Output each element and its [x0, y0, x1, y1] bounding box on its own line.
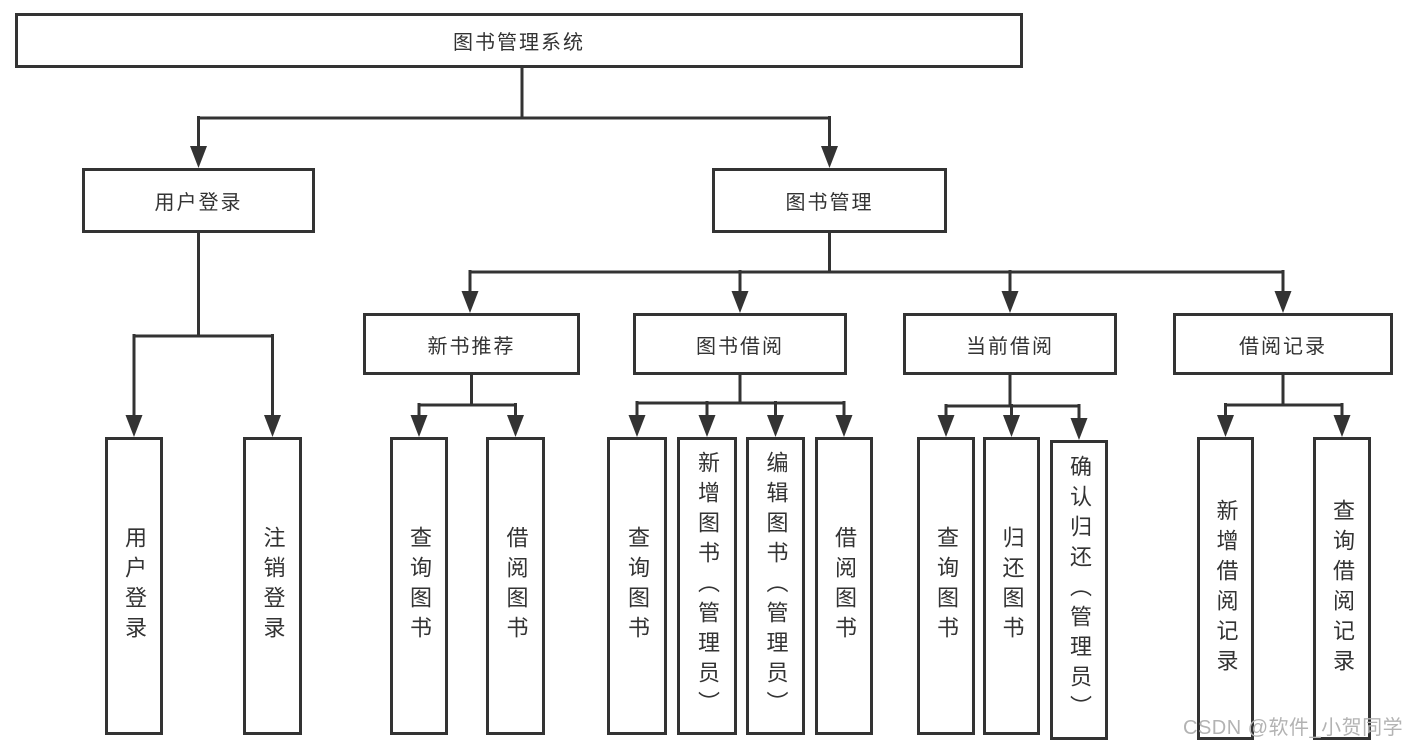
arrow-icon — [507, 415, 524, 437]
arrow-icon — [190, 146, 207, 168]
leaf-query-books-current: 查询图书 — [917, 437, 975, 735]
node-book-management-label: 图书管理 — [785, 192, 874, 214]
csdn-watermark: CSDN @软件_小贺同学 — [1183, 717, 1404, 739]
leaf-return-book: 归还图书 — [983, 437, 1040, 735]
leaf-query-borrow-record: 查询借阅记录 — [1313, 437, 1371, 740]
arrow-icon — [731, 291, 749, 313]
leaf-user-login-label: 用户登录 — [122, 526, 147, 646]
node-root: 图书管理系统 — [15, 13, 1023, 68]
arrow-icon — [1333, 415, 1351, 437]
arrow-icon — [1274, 291, 1292, 313]
leaf-query-books-recommend: 查询图书 — [390, 437, 448, 735]
node-current-borrowing: 当前借阅 — [903, 313, 1117, 375]
node-book-borrowing-label: 图书借阅 — [696, 335, 784, 358]
arrow-icon — [628, 415, 646, 437]
node-root-label: 图书管理系统 — [453, 32, 585, 54]
leaf-query-books-current-label: 查询图书 — [934, 526, 959, 646]
leaf-user-login: 用户登录 — [105, 437, 163, 735]
node-borrowing-records: 借阅记录 — [1173, 313, 1393, 375]
leaf-add-borrow-record-label: 新增借阅记录 — [1213, 498, 1239, 679]
leaf-confirm-return-admin-label: 确认归还（管理员） — [1067, 455, 1092, 725]
leaf-query-books-recommend-label: 查询图书 — [407, 526, 432, 646]
leaf-query-books-borrow: 查询图书 — [607, 437, 667, 735]
arrow-icon — [410, 415, 428, 437]
node-book-management: 图书管理 — [712, 168, 947, 233]
leaf-borrow-books-borrow-label: 借阅图书 — [832, 526, 857, 646]
arrow-icon — [698, 415, 716, 437]
arrow-icon — [461, 291, 479, 313]
leaf-logout: 注销登录 — [243, 437, 302, 735]
arrow-icon — [1001, 291, 1019, 313]
leaf-logout-label: 注销登录 — [260, 526, 286, 646]
node-book-borrowing: 图书借阅 — [633, 313, 847, 375]
leaf-borrow-books-recommend-label: 借阅图书 — [503, 526, 529, 646]
arrow-icon — [125, 415, 143, 437]
leaf-borrow-books-recommend: 借阅图书 — [486, 437, 545, 735]
node-new-book-recommend: 新书推荐 — [363, 313, 580, 375]
leaf-borrow-books-borrow: 借阅图书 — [815, 437, 873, 735]
leaf-return-book-label: 归还图书 — [999, 526, 1025, 646]
leaf-query-borrow-record-label: 查询借阅记录 — [1330, 498, 1355, 679]
leaf-edit-book-admin: 编辑图书（管理员） — [746, 437, 805, 735]
arrow-icon — [767, 415, 784, 437]
leaf-query-books-borrow-label: 查询图书 — [625, 526, 650, 646]
arrow-icon — [1217, 415, 1234, 437]
leaf-confirm-return-admin: 确认归还（管理员） — [1050, 440, 1108, 740]
leaf-add-book-admin: 新增图书（管理员） — [677, 437, 737, 735]
arrow-icon — [264, 415, 281, 437]
connector-path — [132, 68, 1344, 421]
arrow-icon — [1003, 415, 1020, 437]
node-borrowing-records-label: 借阅记录 — [1239, 335, 1327, 358]
leaf-add-borrow-record: 新增借阅记录 — [1197, 437, 1254, 740]
leaf-edit-book-admin-label: 编辑图书（管理员） — [763, 451, 789, 721]
arrow-icon — [835, 415, 853, 437]
node-user-login-label: 用户登录 — [154, 192, 243, 214]
leaf-add-book-admin-label: 新增图书（管理员） — [695, 451, 720, 721]
arrow-icon — [937, 415, 955, 437]
node-current-borrowing-label: 当前借阅 — [966, 335, 1054, 358]
node-user-login: 用户登录 — [82, 168, 315, 233]
node-new-book-recommend-label: 新书推荐 — [427, 335, 516, 358]
arrowheads — [125, 146, 1351, 440]
arrow-icon — [821, 146, 838, 168]
arrow-icon — [1070, 418, 1088, 440]
